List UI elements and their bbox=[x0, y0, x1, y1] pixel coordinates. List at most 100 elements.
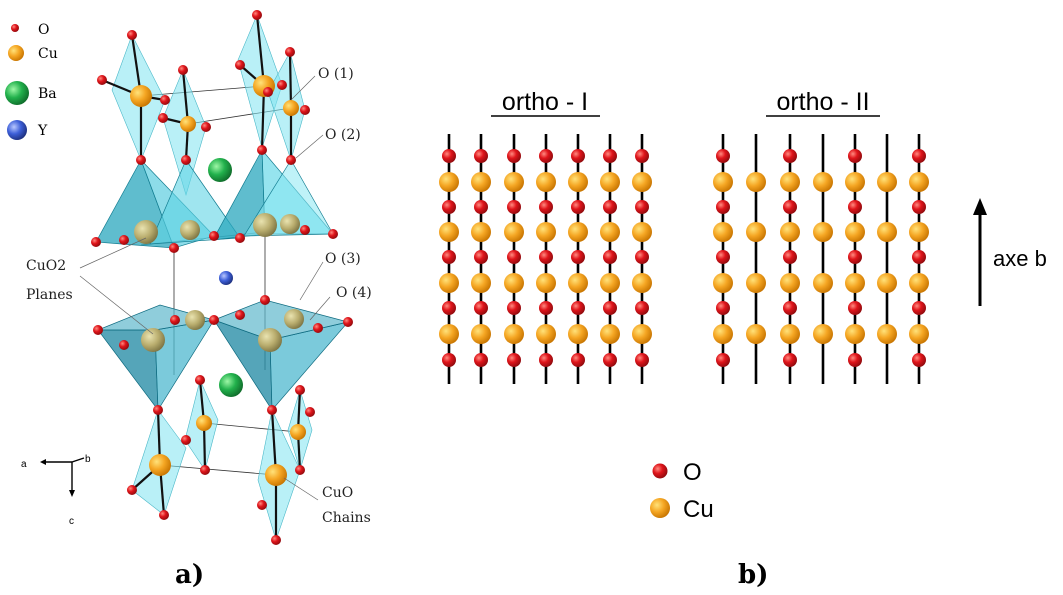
axis-triad: a b c bbox=[21, 454, 91, 527]
oxygen-atom bbox=[783, 200, 797, 214]
ba-atoms bbox=[208, 158, 243, 397]
copper-atom bbox=[568, 324, 588, 344]
copper-atom bbox=[504, 222, 524, 242]
copper-atom bbox=[471, 222, 491, 242]
lower-pyramids bbox=[97, 299, 349, 412]
oxygen-atom bbox=[507, 353, 521, 367]
copper-atom bbox=[813, 172, 833, 192]
oxygen-atom bbox=[635, 301, 649, 315]
copper-atom bbox=[877, 222, 897, 242]
chain-column bbox=[713, 134, 733, 384]
copper-atom bbox=[746, 222, 766, 242]
copper-atom bbox=[568, 273, 588, 293]
copper-atom bbox=[600, 273, 620, 293]
oxygen-atom bbox=[635, 149, 649, 163]
crystal-structure-panel: O Cu Ba Y bbox=[5, 10, 372, 590]
oxygen-atom bbox=[635, 250, 649, 264]
oxygen-atom bbox=[571, 250, 585, 264]
copper-atom bbox=[746, 172, 766, 192]
chain-column bbox=[568, 134, 588, 384]
oxygen-atom bbox=[539, 301, 553, 315]
oxygen-atom bbox=[539, 250, 553, 264]
label-cuo2-planes-line1: CuO2 bbox=[26, 258, 66, 274]
oxygen-atom bbox=[848, 149, 862, 163]
copper-atom bbox=[746, 273, 766, 293]
copper-atom bbox=[813, 273, 833, 293]
oxygen-atom bbox=[474, 250, 488, 264]
oxygen-atom bbox=[539, 200, 553, 214]
legend-ba-swatch bbox=[5, 81, 29, 105]
oxygen-atom bbox=[716, 250, 730, 264]
ortho-ii-lattice bbox=[713, 134, 929, 384]
oxygen-atom bbox=[442, 200, 456, 214]
copper-atom bbox=[845, 273, 865, 293]
oxygen-atom bbox=[603, 250, 617, 264]
copper-atom bbox=[536, 172, 556, 192]
oxygen-atom bbox=[603, 149, 617, 163]
b-axis-label: axe b bbox=[993, 246, 1047, 271]
copper-atom bbox=[504, 273, 524, 293]
copper-atom bbox=[504, 324, 524, 344]
oxygen-atom bbox=[507, 200, 521, 214]
oxygen-atom bbox=[716, 353, 730, 367]
oxygen-atom bbox=[507, 250, 521, 264]
copper-atom bbox=[504, 172, 524, 192]
legend-y-label: Y bbox=[37, 123, 48, 139]
copper-atom bbox=[632, 222, 652, 242]
copper-atom bbox=[439, 172, 459, 192]
oxygen-atom bbox=[716, 301, 730, 315]
cu-chain-atoms bbox=[130, 75, 306, 486]
copper-atom bbox=[780, 273, 800, 293]
label-o4: O (4) bbox=[336, 285, 372, 301]
legend-y-swatch bbox=[7, 120, 27, 140]
oxygen-atom bbox=[912, 250, 926, 264]
chain-column bbox=[746, 134, 766, 384]
oxygen-atom bbox=[571, 353, 585, 367]
label-cuo2-planes-line2: Planes bbox=[26, 287, 73, 303]
caption-b: b) bbox=[738, 560, 768, 590]
copper-atom bbox=[439, 222, 459, 242]
oxygen-atom bbox=[783, 250, 797, 264]
oxygen-atom bbox=[783, 149, 797, 163]
copper-atom bbox=[845, 222, 865, 242]
ortho-i-lattice bbox=[439, 134, 652, 384]
copper-atom bbox=[909, 222, 929, 242]
copper-atom bbox=[780, 222, 800, 242]
phases-legend-o-label: O bbox=[683, 459, 702, 486]
copper-atom bbox=[877, 172, 897, 192]
oxygen-atom bbox=[507, 301, 521, 315]
copper-atom bbox=[600, 324, 620, 344]
chain-column bbox=[439, 134, 459, 384]
oxygen-atom bbox=[912, 301, 926, 315]
phases-legend: O Cu bbox=[650, 459, 714, 523]
chain-column bbox=[504, 134, 524, 384]
copper-atom bbox=[471, 172, 491, 192]
oxygen-atom bbox=[539, 149, 553, 163]
legend-o-swatch bbox=[11, 24, 19, 32]
phases-legend-cu-label: Cu bbox=[683, 496, 714, 523]
oxygen-atom bbox=[603, 200, 617, 214]
y-atom bbox=[219, 271, 233, 285]
copper-atom bbox=[909, 273, 929, 293]
chain-column bbox=[536, 134, 556, 384]
ortho-ii-title: ortho - II bbox=[776, 88, 869, 116]
oxygen-atom bbox=[603, 301, 617, 315]
copper-atom bbox=[813, 324, 833, 344]
oxygen-atom bbox=[783, 353, 797, 367]
copper-atom bbox=[439, 273, 459, 293]
copper-atom bbox=[780, 324, 800, 344]
phases-legend-o-swatch bbox=[652, 463, 668, 479]
copper-atom bbox=[845, 324, 865, 344]
copper-atom bbox=[536, 324, 556, 344]
oxygen-atom bbox=[848, 250, 862, 264]
copper-atom bbox=[877, 324, 897, 344]
chain-column bbox=[600, 134, 620, 384]
oxygen-atom bbox=[539, 353, 553, 367]
oxygen-atom bbox=[848, 200, 862, 214]
o-atoms bbox=[91, 10, 353, 545]
copper-atom bbox=[713, 324, 733, 344]
copper-atom bbox=[632, 273, 652, 293]
copper-atom bbox=[813, 222, 833, 242]
structure-legend: O Cu Ba Y bbox=[5, 22, 58, 140]
